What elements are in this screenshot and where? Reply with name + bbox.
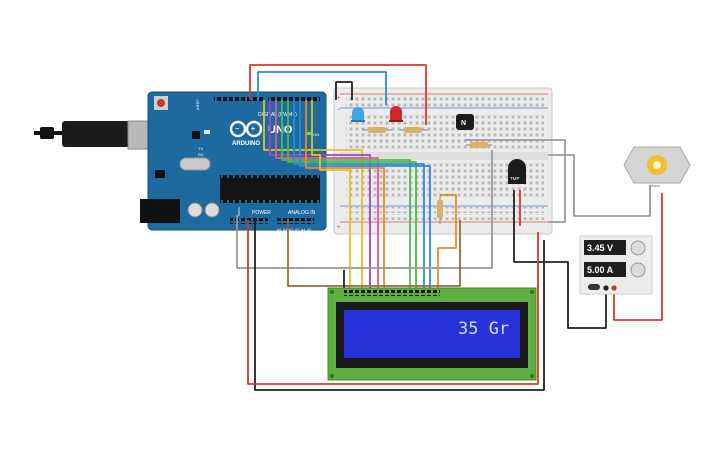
led-blue[interactable] [351, 107, 365, 122]
current-display [584, 262, 626, 277]
wire-blue-top[interactable] [257, 71, 387, 105]
voltage-display [584, 240, 626, 255]
transistor-label: N [461, 120, 466, 127]
wire-green-2[interactable] [287, 100, 417, 290]
on-led-label: ON [313, 132, 319, 137]
wire-brown[interactable] [287, 220, 461, 287]
bottom-rail-positive [346, 214, 544, 220]
wire-yellow-1[interactable] [263, 100, 363, 290]
motor-label: Motor [650, 183, 661, 188]
current-knob[interactable] [630, 262, 646, 278]
top-rail-positive [346, 95, 544, 101]
wire-grey-motor[interactable] [548, 154, 651, 217]
wire-grey-left[interactable] [236, 150, 493, 269]
voltage-readout: 3.45 V [587, 243, 613, 253]
on-led [306, 132, 311, 135]
wire-blue-2[interactable] [293, 100, 425, 290]
power-supply[interactable]: 3.45 V 5.00 A [579, 235, 653, 295]
led-red[interactable] [389, 106, 403, 122]
power-jack [140, 199, 180, 223]
wire-red-top[interactable] [249, 64, 427, 125]
smd-chip [192, 131, 200, 139]
voltage-regulator [155, 170, 165, 178]
lcd-screen [344, 310, 520, 358]
capacitor-1 [187, 202, 203, 218]
wires [236, 64, 663, 391]
capacitor-2 [204, 202, 220, 218]
power-header [230, 218, 268, 224]
a3-label: A3 [295, 228, 299, 232]
wire-orange-2[interactable] [437, 194, 457, 290]
a1-label: A1 [283, 228, 287, 232]
positive-terminal[interactable] [611, 285, 617, 291]
center-channel [340, 152, 548, 160]
resistor-1[interactable] [362, 127, 392, 133]
svg-text:−: − [235, 126, 239, 133]
svg-text:+: + [251, 126, 255, 133]
temperature-sensor[interactable]: TMP [508, 159, 526, 184]
arduino-logo: − + [229, 120, 263, 138]
wire-orange-1[interactable] [305, 100, 385, 290]
power-switch[interactable] [588, 284, 600, 290]
atmega-chip [220, 178, 320, 200]
digital-label: DIGITAL (PWM~) [258, 112, 297, 118]
wire-red-power[interactable] [247, 220, 539, 385]
transistor[interactable]: N [456, 114, 474, 130]
wire-blue-3[interactable] [299, 100, 431, 290]
lcd-text: 35 Gr [458, 319, 509, 339]
arduino-text: ARDUINO [232, 141, 260, 147]
usb-plug [62, 121, 132, 147]
ioref-label: IOREF [237, 207, 241, 216]
negative-terminal[interactable] [603, 285, 609, 291]
motor-shaft [653, 161, 661, 169]
wire-black-ground[interactable] [254, 220, 545, 391]
resistor-3[interactable] [466, 142, 492, 148]
sensor-label: TMP [510, 176, 520, 181]
uno-text: UNO [268, 124, 293, 136]
rx-label: RX [198, 152, 204, 157]
top-rail-negative [346, 101, 544, 107]
smd-led-l [204, 130, 210, 134]
tx-label: TX [198, 146, 203, 151]
resistor-4[interactable] [437, 196, 443, 224]
lcd-header-pins [344, 290, 440, 296]
wire-grey-mid[interactable] [465, 139, 566, 223]
analog-label: ANALOG IN [288, 210, 316, 216]
aref-label: AREF [195, 99, 200, 110]
a2-label: A2 [289, 228, 293, 232]
power-label: POWER [252, 210, 271, 216]
rail-plus-mark-bottom: + [337, 225, 341, 231]
rail-plus-mark-top: + [337, 96, 341, 102]
voltage-knob[interactable] [630, 240, 646, 256]
wire-red-motor[interactable] [613, 193, 663, 321]
wire-pink[interactable] [275, 100, 379, 290]
wire-black-supply[interactable] [513, 190, 607, 329]
rail-minus-mark-top: − [337, 107, 341, 113]
a5-label: A5 [307, 228, 311, 232]
reset-button-cap[interactable] [157, 99, 165, 107]
analog-header [276, 218, 314, 224]
lcd-16x2[interactable]: 35 Gr [327, 287, 537, 381]
usb-cable-boot [40, 127, 54, 139]
resistor-2[interactable] [400, 127, 428, 133]
wire-yellow-2[interactable] [311, 100, 351, 290]
wire-green-1[interactable] [281, 100, 411, 290]
a0-label: A0 [277, 228, 281, 232]
dc-motor[interactable]: Motor [623, 146, 691, 188]
a4-label: A4 [301, 228, 305, 232]
wire-black-jumper[interactable] [335, 81, 353, 100]
crystal-oscillator [179, 157, 211, 171]
bottom-rail-negative [346, 207, 544, 213]
digital-header-left [214, 97, 264, 103]
current-readout: 5.00 A [587, 265, 614, 275]
